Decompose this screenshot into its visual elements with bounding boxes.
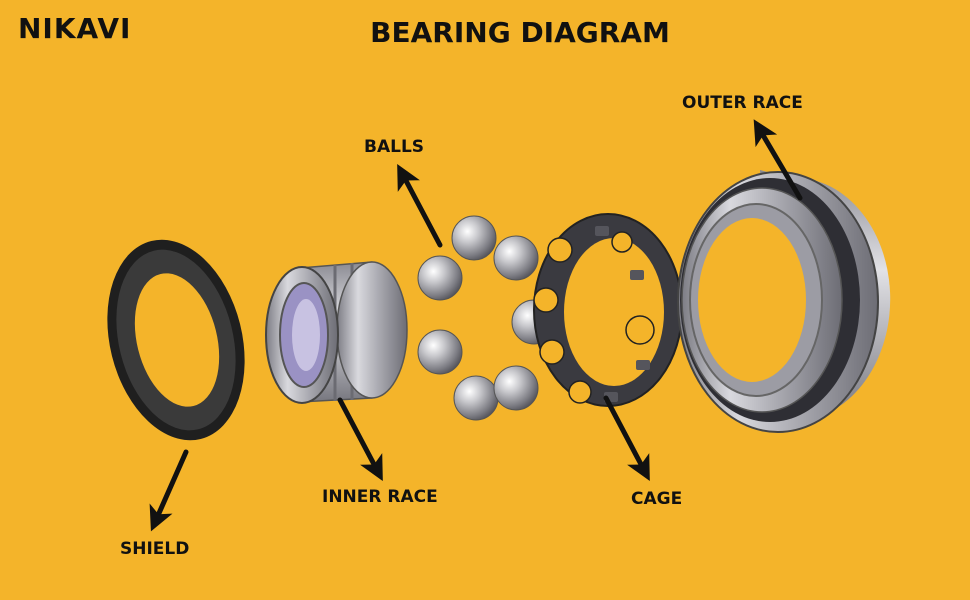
brand-logo: NIKAVI	[18, 12, 132, 45]
annotation-arrows	[149, 119, 803, 532]
ball	[451, 215, 497, 261]
ball	[453, 375, 499, 421]
shield-arrow	[149, 449, 189, 532]
label-outer-race: OUTER RACE	[682, 93, 803, 113]
ball	[493, 235, 539, 281]
ball	[417, 255, 463, 301]
diagram-title: BEARING DIAGRAM	[370, 16, 670, 49]
label-balls: BALLS	[364, 137, 425, 157]
label-shield: SHIELD	[120, 539, 190, 559]
ball	[417, 329, 463, 375]
cage-arrow	[603, 395, 650, 482]
label-cage: CAGE	[631, 489, 683, 509]
balls-arrow	[397, 163, 443, 248]
outer-race-arrow	[753, 119, 803, 201]
inner-race-part	[265, 261, 408, 404]
inner-race-arrow	[337, 397, 383, 482]
ball	[493, 365, 539, 411]
shield-part	[107, 239, 245, 441]
outer-race-part	[677, 170, 891, 433]
label-inner-race: INNER RACE	[322, 487, 438, 507]
cage-part	[533, 213, 683, 407]
